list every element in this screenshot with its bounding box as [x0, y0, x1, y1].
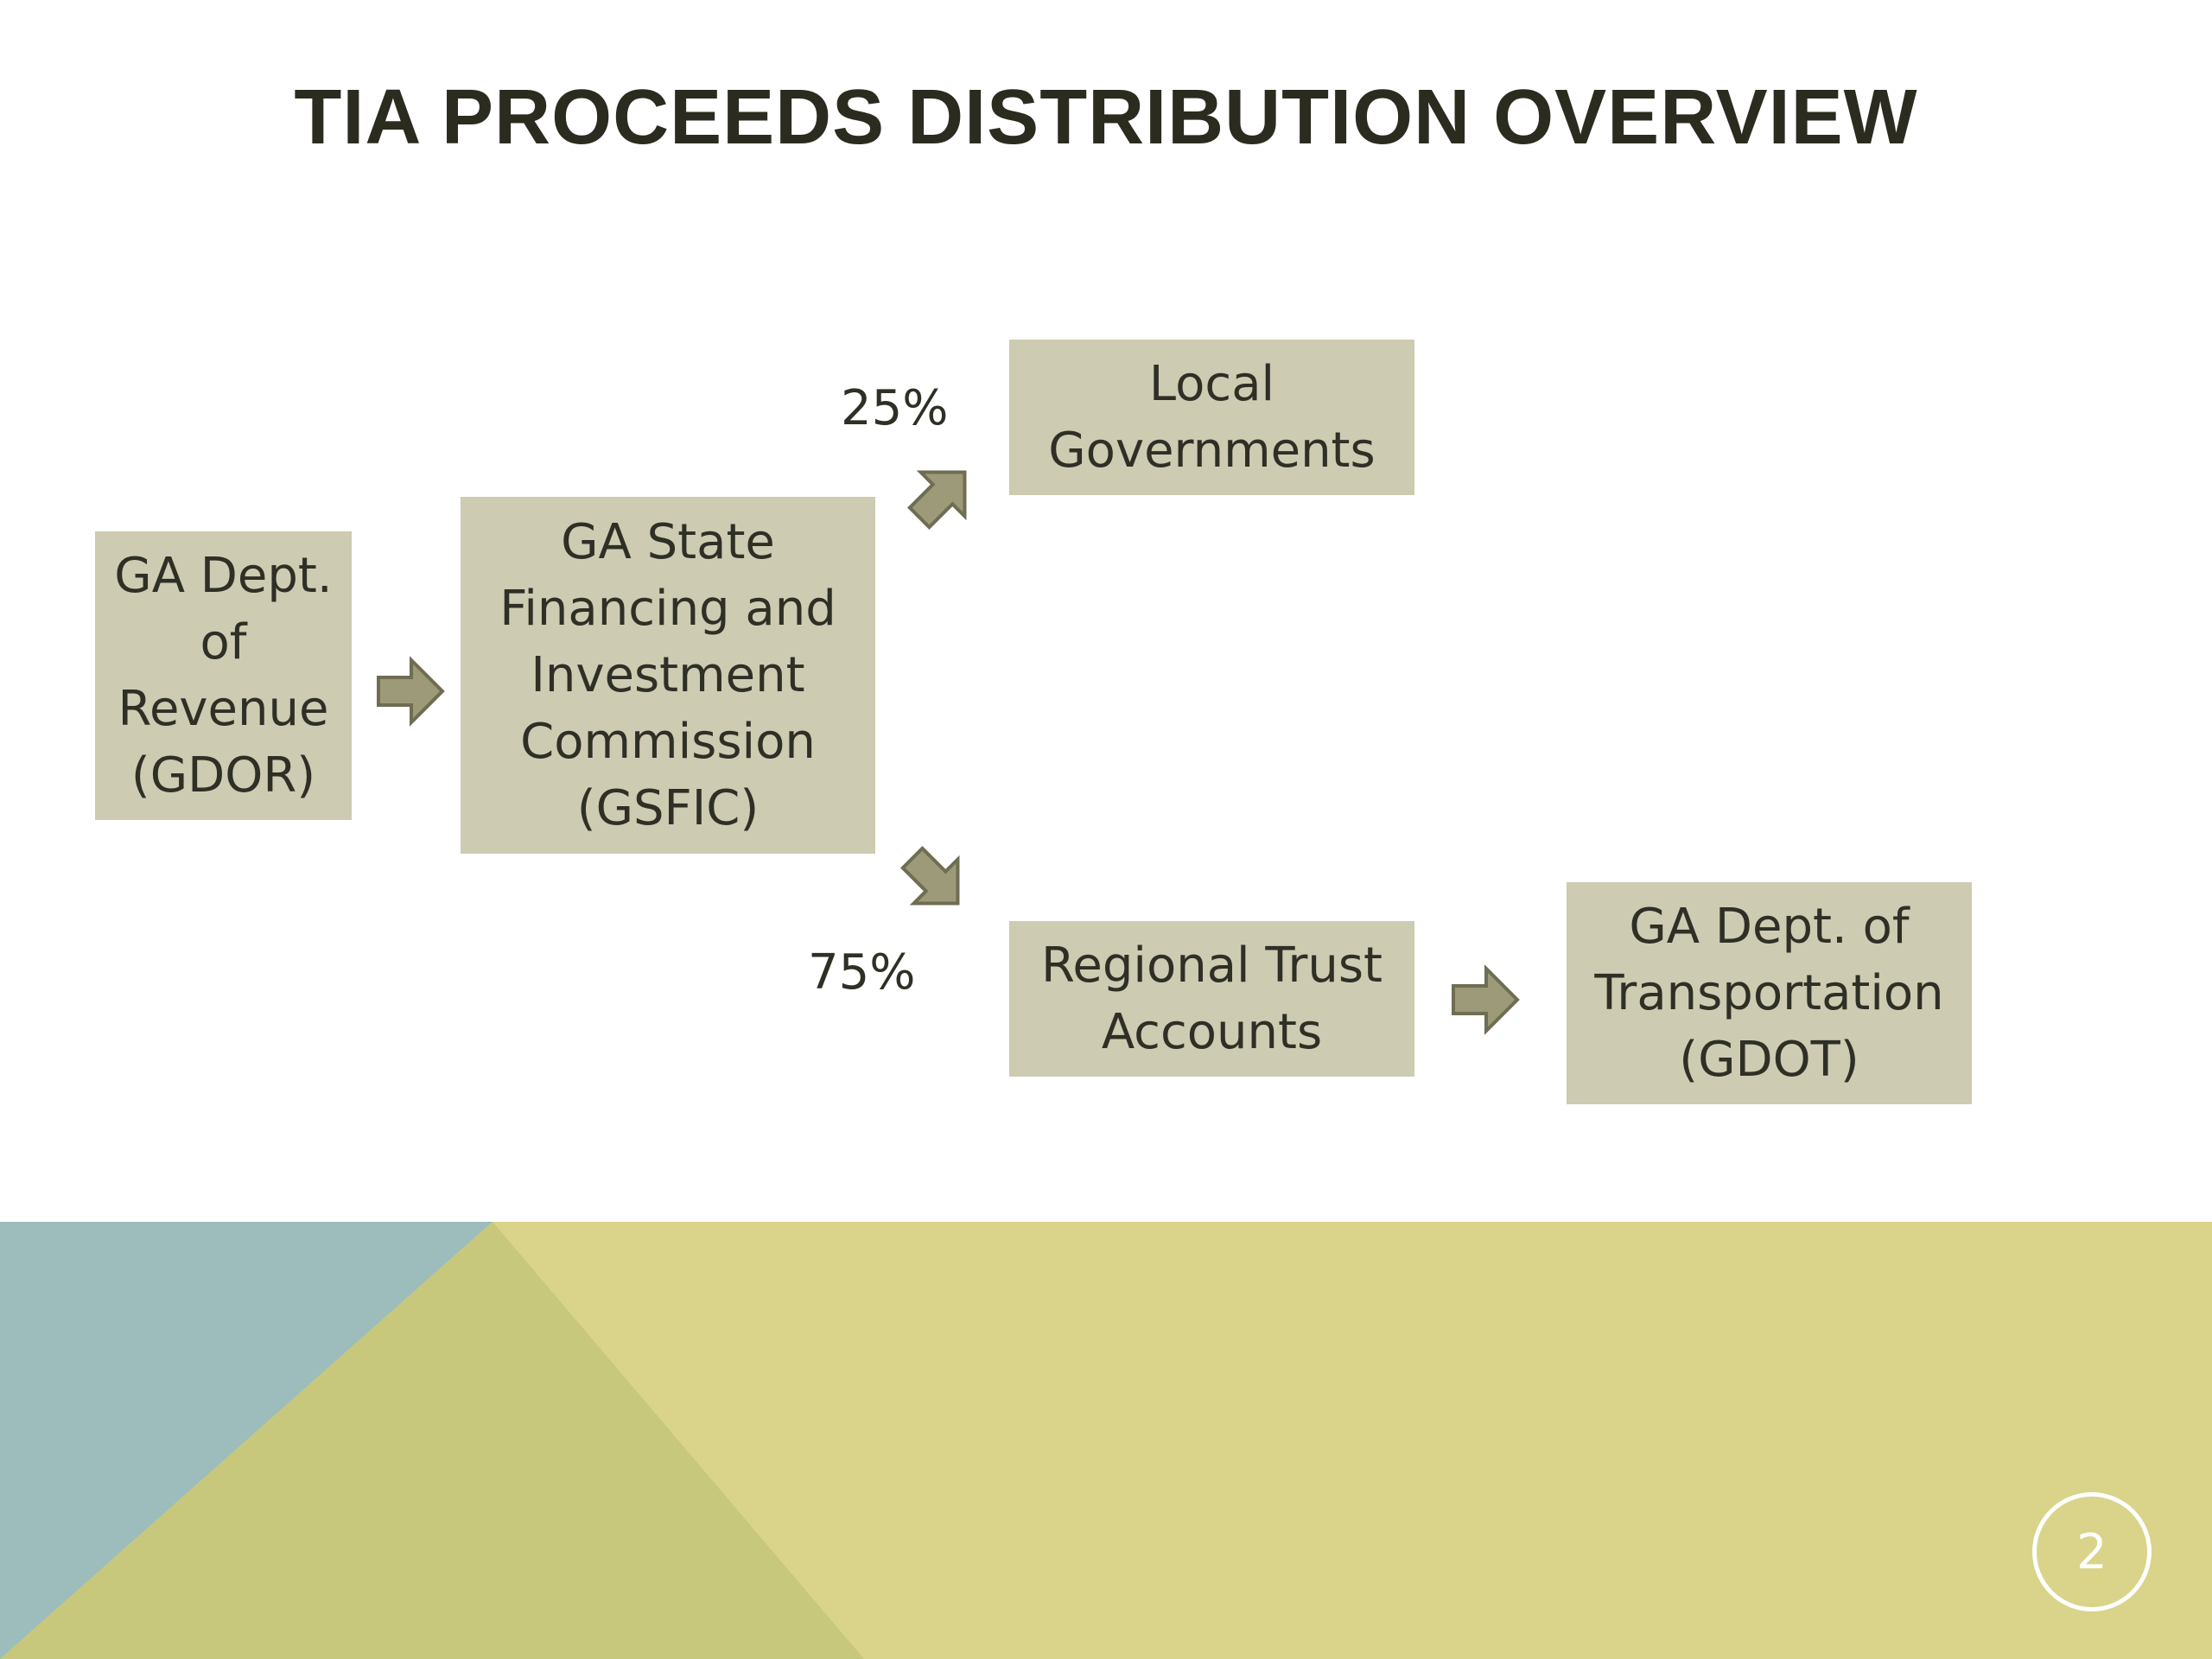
footer-decoration: [0, 1222, 2212, 1659]
label-75-percent: 75%: [808, 944, 916, 1001]
node-gdot: GA Dept. of Transportation (GDOT): [1567, 882, 1972, 1104]
arrow-regional-to-gdot: [1452, 964, 1520, 1035]
arrow-gsfic-to-local: [906, 470, 967, 531]
node-gsfic: GA State Financing and Investment Commis…: [461, 497, 875, 854]
node-regional-trust-accounts: Regional Trust Accounts: [1009, 921, 1414, 1077]
node-gdor: GA Dept. of Revenue (GDOR): [95, 531, 352, 820]
slide-title: TIA PROCEEDS DISTRIBUTION OVERVIEW: [294, 74, 1918, 161]
arrow-gdor-to-gsfic: [377, 656, 445, 727]
arrow-gsfic-to-regional: [899, 845, 960, 906]
page-number-badge: 2: [2032, 1492, 2152, 1611]
label-25-percent: 25%: [841, 380, 949, 436]
node-local-governments: Local Governments: [1009, 340, 1414, 495]
